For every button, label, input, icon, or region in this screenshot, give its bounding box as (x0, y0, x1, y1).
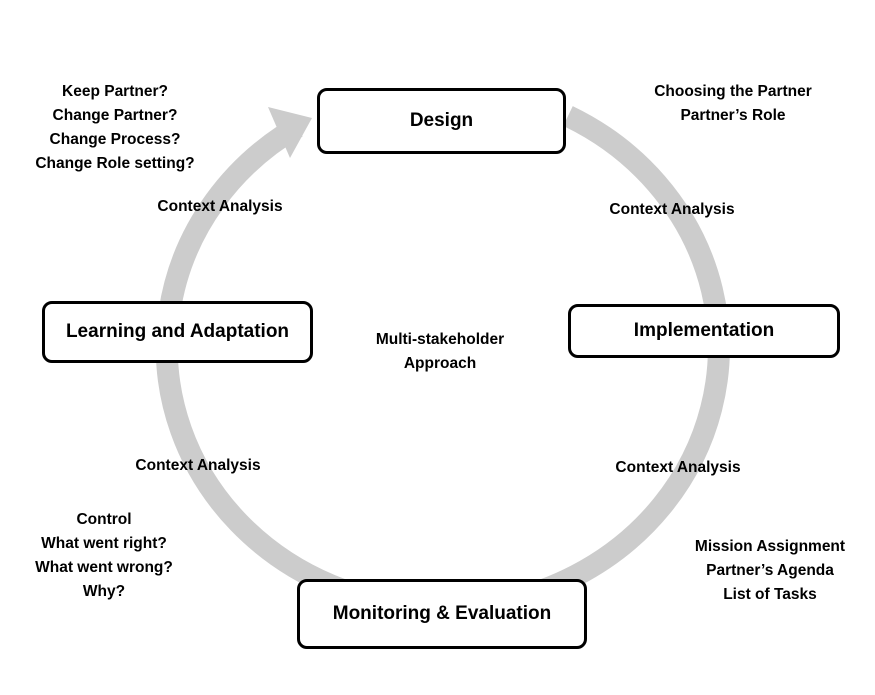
stage-learning-label: Learning and Adaptation (65, 321, 290, 342)
notes-bottom-right: Mission Assignment Partner’s Agenda List… (670, 535, 870, 607)
stage-implementation: Implementation (568, 304, 840, 358)
note-line: Change Process? (49, 131, 181, 148)
note-line: List of Tasks (723, 586, 817, 603)
note-line: Change Role setting? (35, 155, 195, 172)
center-label-line: Multi-stakeholder (375, 331, 505, 348)
stage-implementation-label: Implementation (633, 320, 775, 341)
note-line: Keep Partner? (62, 83, 168, 100)
stage-monitoring-label: Monitoring & Evaluation (332, 603, 552, 624)
context-analysis-top-left: Context Analysis (157, 198, 283, 215)
context-analysis-bottom-left: Context Analysis (135, 457, 261, 474)
context-analysis-top-right: Context Analysis (609, 201, 735, 218)
stage-learning-adaptation: Learning and Adaptation (42, 301, 313, 363)
note-line: Why? (82, 583, 126, 600)
center-label-line: Approach (403, 355, 477, 372)
note-line: Partner’s Agenda (706, 562, 834, 579)
questions-bottom-left: Control What went right? What went wrong… (4, 508, 204, 604)
ring-arrowhead (268, 107, 312, 158)
questions-top-left: Keep Partner? Change Partner? Change Pro… (15, 80, 215, 176)
stage-monitoring-evaluation: Monitoring & Evaluation (297, 579, 587, 649)
center-label: Multi-stakeholder Approach (340, 328, 540, 376)
note-line: What went wrong? (35, 559, 173, 576)
note-line: Choosing the Partner (654, 83, 812, 100)
note-line: Control (76, 511, 132, 528)
note-line: Change Partner? (52, 107, 178, 124)
note-line: Partner’s Role (680, 107, 786, 124)
stage-design-label: Design (409, 110, 474, 131)
stage-design: Design (317, 88, 566, 154)
notes-top-right: Choosing the Partner Partner’s Role (633, 80, 833, 128)
note-line: Mission Assignment (694, 538, 846, 555)
note-line: What went right? (41, 535, 167, 552)
context-analysis-bottom-right: Context Analysis (615, 459, 741, 476)
